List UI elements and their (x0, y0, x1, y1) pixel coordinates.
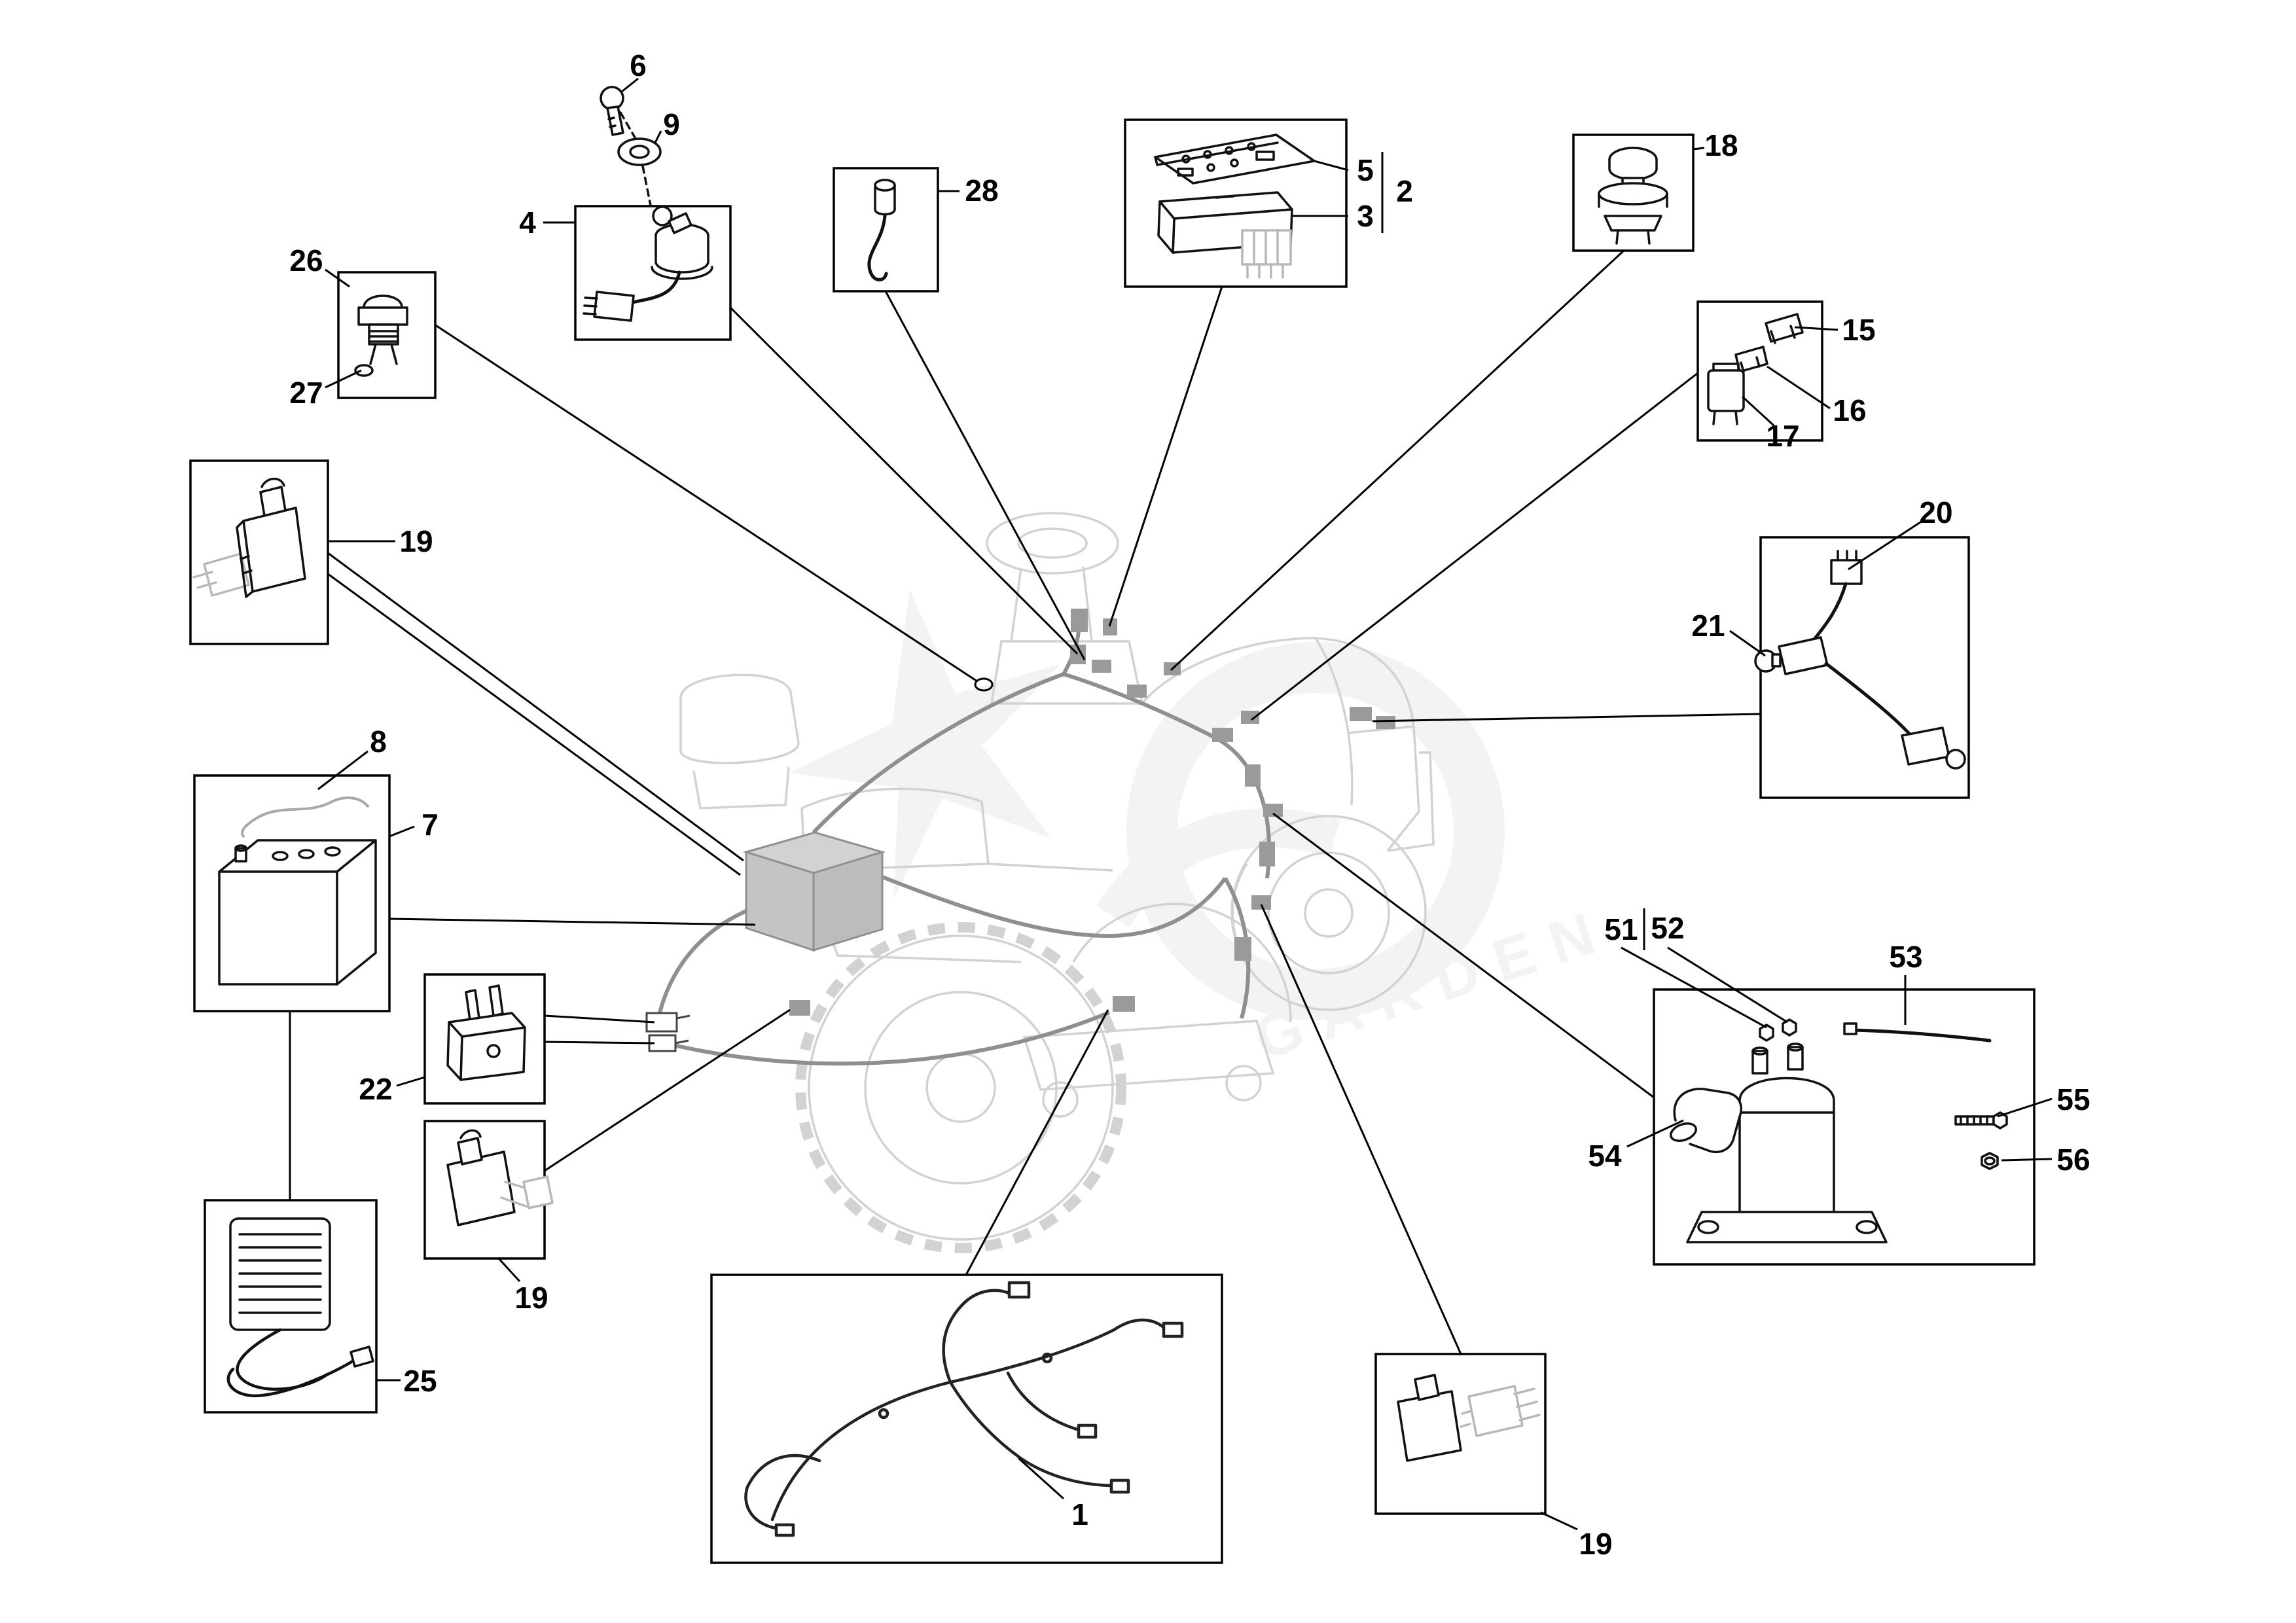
callout-28: 28 (965, 173, 999, 207)
safety-switch-b-drawing (446, 1129, 554, 1226)
callout-54: 54 (1588, 1139, 1622, 1173)
callout-2: 2 (1396, 174, 1413, 208)
battery-strap-drawing (240, 796, 369, 838)
safety-switch-c-drawing (1397, 1374, 1541, 1462)
callout-1: 1 (1071, 1497, 1088, 1531)
nut-51-drawing (1759, 1024, 1774, 1042)
callout-19-b: 19 (514, 1281, 548, 1315)
relay-drawing (446, 984, 526, 1081)
callout-26: 26 (289, 243, 323, 277)
callout-15: 15 (1842, 313, 1876, 347)
part-boxes (189, 118, 2036, 1564)
harness-connectors (789, 609, 1395, 1016)
callout-25: 25 (403, 1364, 437, 1398)
battery-charger-drawing (226, 1217, 374, 1398)
callout-27: 27 (289, 376, 323, 410)
callout-20: 20 (1919, 495, 1953, 529)
module-connector-faded (1241, 229, 1292, 279)
battery-drawing (218, 839, 377, 986)
key-drawing (600, 86, 624, 136)
leader-lines (289, 77, 2053, 1531)
sensor-cable-drawing (867, 179, 896, 281)
callout-18: 18 (1704, 128, 1738, 162)
callout-22: 22 (359, 1072, 393, 1106)
nut-52-drawing (1782, 1018, 1797, 1037)
callout-19-a: 19 (399, 524, 433, 558)
callout-16: 16 (1833, 393, 1867, 427)
tractor-sketch (679, 512, 1435, 1253)
callout-21: 21 (1691, 609, 1725, 643)
callout-55: 55 (2056, 1082, 2090, 1116)
callout-8: 8 (370, 724, 387, 758)
button-switch-drawing (354, 294, 408, 377)
part-box-1 (710, 1274, 1223, 1564)
main-harness (656, 620, 1272, 1066)
battery-tray (742, 831, 886, 952)
part-box-19c (1374, 1353, 1547, 1515)
callout-17: 17 (1766, 419, 1800, 453)
callout-9: 9 (663, 107, 680, 141)
harness-branch-connector (645, 1012, 691, 1052)
grommet-drawing (617, 137, 662, 166)
key-assembly-dashes (619, 111, 652, 207)
callout-7: 7 (422, 808, 439, 842)
callout-4: 4 (519, 205, 536, 240)
callout-56: 56 (2056, 1143, 2090, 1177)
bolt-55-drawing (1954, 1111, 2008, 1130)
callout-52: 52 (1651, 911, 1685, 945)
callout-53: 53 (1889, 940, 1923, 974)
callout-51: 51 (1604, 912, 1638, 946)
fuse-drawing (1707, 313, 1804, 425)
callout-5: 5 (1357, 153, 1374, 187)
push-button-drawing (1598, 147, 1668, 245)
electronic-module-drawing (1157, 191, 1293, 254)
callout-19-c: 19 (1579, 1527, 1613, 1561)
solenoid-drawing (1670, 1018, 2008, 1243)
callout-6: 6 (630, 48, 647, 82)
cable-tie-drawing (1852, 1028, 1992, 1043)
ignition-switch-drawing (583, 205, 713, 322)
nut-56-drawing (1981, 1152, 1999, 1170)
lamp-wiring-drawing (1754, 550, 1966, 770)
safety-switch-a-drawing (192, 478, 306, 598)
callout-3: 3 (1357, 199, 1374, 233)
wiring-harness-drawing (744, 1281, 1184, 1537)
